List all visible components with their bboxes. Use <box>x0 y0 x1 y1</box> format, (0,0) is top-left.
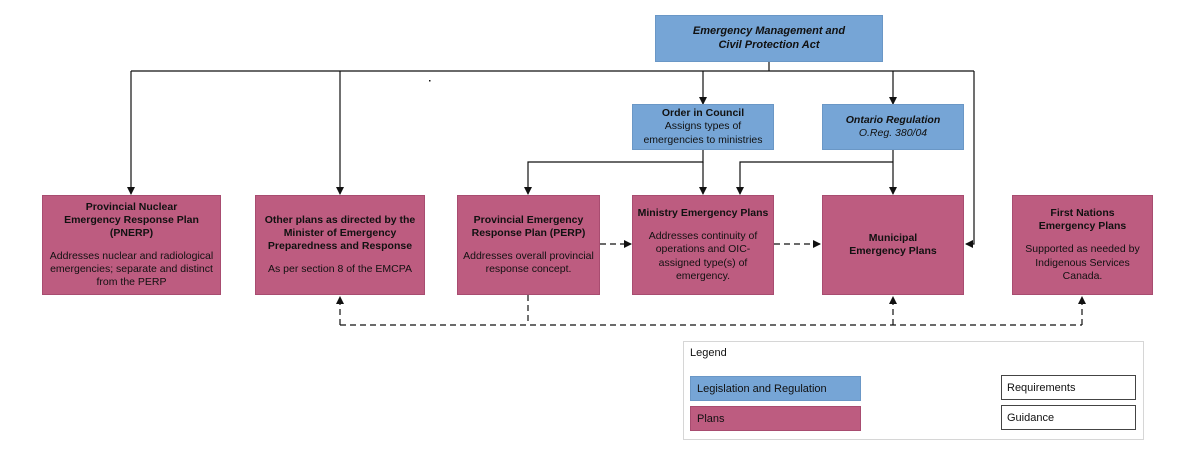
legend-legislation-label: Legislation and Regulation <box>697 382 827 395</box>
stray-dot <box>429 80 431 82</box>
ministry-body-4: emergency. <box>675 269 731 282</box>
pnerp-body-3: from the PERP <box>96 276 167 289</box>
pnerp-body-2: emergencies; separate and distinct <box>50 263 213 276</box>
act-box: Emergency Management and Civil Protectio… <box>655 15 883 62</box>
oic-line1: Assigns types of <box>664 120 742 133</box>
first-nations-box: First Nations Emergency Plans Supported … <box>1012 195 1153 295</box>
municipal-title-1: Municipal <box>868 231 918 244</box>
ministry-title: Ministry Emergency Plans <box>637 207 769 220</box>
perp-title-2: Response Plan (PERP) <box>471 226 586 239</box>
legend-title: Legend <box>690 347 727 359</box>
act-line1: Emergency Management and <box>692 24 846 37</box>
regulation-line1: O.Reg. 380/04 <box>858 127 928 139</box>
legend: Legend Legislation and Regulation Plans … <box>683 341 1144 440</box>
municipal-plans-box: Municipal Emergency Plans <box>822 195 964 295</box>
req-reg-to-ministry <box>736 161 893 195</box>
req-oic-branch <box>524 149 704 195</box>
pnerp-title-1: Provincial Nuclear <box>85 200 178 213</box>
oic-box: Order in Council Assigns types of emerge… <box>632 104 774 150</box>
first-nations-title-2: Emergency Plans <box>1038 220 1127 233</box>
pnerp-box: Provincial Nuclear Emergency Response Pl… <box>42 195 221 295</box>
legend-plans-swatch: Plans <box>690 406 861 431</box>
first-nations-body-1: Supported as needed by <box>1025 243 1140 256</box>
legend-requirements-label: Requirements <box>1001 375 1136 400</box>
perp-box: Provincial Emergency Response Plan (PERP… <box>457 195 600 295</box>
pnerp-title-3: (PNERP) <box>109 226 154 239</box>
pnerp-body-1: Addresses nuclear and radiological <box>49 250 214 262</box>
first-nations-body-3: Canada. <box>1062 269 1103 282</box>
legend-plans-label: Plans <box>697 412 725 425</box>
pnerp-title-2: Emergency Response Plan <box>64 213 199 226</box>
other-plans-title-2: Minister of Emergency <box>283 226 397 239</box>
other-plans-body-1: As per section 8 of the EMCPA <box>268 263 412 276</box>
other-plans-box: Other plans as directed by the Minister … <box>255 195 425 295</box>
regulation-title: Ontario Regulation <box>845 113 941 126</box>
ministry-plans-box: Ministry Emergency Plans Addresses conti… <box>632 195 774 295</box>
req-arrow-to-municipal-side <box>965 71 975 248</box>
regulation-box: Ontario Regulation O.Reg. 380/04 <box>822 104 964 150</box>
other-plans-title-1: Other plans as directed by the <box>264 213 416 226</box>
legend-guidance-label: Guidance <box>1001 405 1136 430</box>
perp-body-1: Addresses overall provincial <box>463 250 594 262</box>
oic-title: Order in Council <box>661 107 745 120</box>
perp-body-2: response concept. <box>485 263 572 276</box>
other-plans-title-3: Preparedness and Response <box>267 240 413 252</box>
ministry-body-2: operations and OIC- <box>655 243 751 256</box>
oic-line2: emergencies to ministries <box>643 133 763 146</box>
perp-title-1: Provincial Emergency <box>473 213 584 226</box>
legend-legislation-swatch: Legislation and Regulation <box>690 376 861 401</box>
ministry-body-1: Addresses continuity of <box>648 230 758 243</box>
first-nations-body-2: Indigenous Services <box>1035 256 1130 269</box>
act-line2: Civil Protection Act <box>718 38 820 51</box>
municipal-title-2: Emergency Plans <box>849 245 937 257</box>
first-nations-title-1: First Nations <box>1050 207 1115 220</box>
ministry-body-3: assigned type(s) of <box>658 256 748 269</box>
